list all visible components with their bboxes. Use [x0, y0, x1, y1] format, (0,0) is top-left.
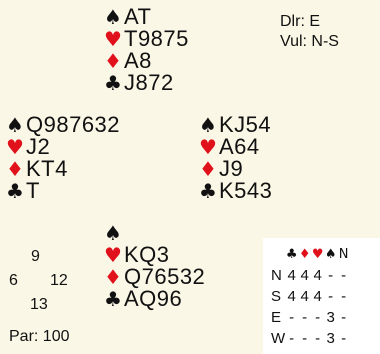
north-diamonds: A8 [124, 48, 152, 73]
south-spades-row: ♠ [102, 222, 205, 244]
south-hearts: KQ3 [124, 242, 170, 267]
seat-label: S [271, 288, 282, 305]
makeable-contracts-table: ♣ ♦ ♥ ♠ N N 4 4 4 - - S 4 4 4 - - E - - … [263, 238, 380, 354]
tricks-cell: 4 [287, 267, 296, 284]
west-hand: ♠ Q987632 ♥ J2 ♦ KT4 ♣ T [4, 112, 121, 203]
north-spades-row: ♠ AT [102, 4, 189, 29]
east-diamonds-row: ♦ J9 [197, 156, 272, 181]
south-diamonds-row: ♦ Q76532 [102, 264, 206, 289]
diamond-icon: ♦ [298, 247, 311, 262]
west-clubs-row: ♣ T [4, 178, 120, 203]
heart-icon: ♥ [199, 135, 217, 159]
seat-label: W [271, 330, 286, 347]
spade-icon: ♠ [199, 113, 217, 137]
west-clubs: T [26, 178, 40, 203]
spade-icon: ♠ [6, 113, 24, 137]
tricks-cell: - [341, 330, 347, 347]
vulnerability-label: Vul: N-S [280, 33, 339, 50]
north-hearts-row: ♥ T9875 [102, 26, 189, 51]
north-hearts: T9875 [124, 26, 189, 51]
west-hearts: J2 [26, 134, 51, 159]
tricks-cell: 4 [287, 288, 296, 305]
club-icon: ♣ [285, 247, 298, 262]
tricks-cell: 4 [300, 267, 309, 284]
spade-icon: ♠ [104, 221, 122, 245]
east-spades-row: ♠ KJ54 [197, 112, 272, 137]
west-hcp: 6 [9, 272, 18, 289]
tricks-row-north: N 4 4 4 - - [271, 265, 350, 286]
diamond-icon: ♦ [6, 157, 24, 181]
diamond-icon: ♦ [104, 49, 122, 73]
seat-label: N [271, 267, 282, 284]
tricks-cell: - [328, 267, 334, 284]
tricks-cell: - [341, 267, 347, 284]
tricks-cell: - [302, 309, 308, 326]
north-hcp: 9 [31, 248, 40, 265]
diamond-icon: ♦ [199, 157, 217, 181]
tricks-cell: - [341, 288, 347, 305]
tricks-cell: - [315, 330, 321, 347]
club-icon: ♣ [199, 179, 217, 203]
notrump-header: N [338, 247, 349, 262]
east-clubs: K543 [219, 178, 273, 203]
east-diamonds: J9 [219, 156, 244, 181]
tricks-cell: 4 [313, 267, 322, 284]
tricks-header-row: ♣ ♦ ♥ ♠ N [271, 244, 350, 265]
tricks-cell: - [315, 309, 321, 326]
north-clubs-row: ♣ J872 [102, 70, 189, 95]
east-hcp: 12 [50, 272, 68, 289]
heart-icon: ♥ [311, 247, 324, 262]
south-clubs: AQ96 [124, 286, 183, 311]
north-hand: ♠ AT ♥ T9875 ♦ A8 ♣ J872 [102, 4, 189, 95]
spade-icon: ♠ [104, 5, 122, 29]
tricks-cell: - [302, 330, 308, 347]
south-hcp: 13 [30, 296, 48, 313]
south-hearts-row: ♥ KQ3 [102, 242, 205, 267]
tricks-row-south: S 4 4 4 - - [271, 286, 350, 307]
tricks-cell: 4 [313, 288, 322, 305]
west-hearts-row: ♥ J2 [4, 134, 120, 159]
south-hand: ♠ ♥ KQ3 ♦ Q76532 ♣ AQ96 [102, 222, 205, 310]
dealer-label: Dlr: E [280, 13, 320, 30]
east-clubs-row: ♣ K543 [197, 178, 273, 203]
heart-icon: ♥ [6, 135, 24, 159]
east-hand: ♠ KJ54 ♥ A64 ♦ J9 ♣ K543 [197, 112, 273, 203]
east-hearts: A64 [219, 134, 260, 159]
north-spades: AT [124, 4, 152, 29]
north-diamonds-row: ♦ A8 [102, 48, 189, 73]
tricks-row-west: W - - - 3 - [271, 328, 350, 349]
tricks-cell: - [289, 330, 295, 347]
east-hearts-row: ♥ A64 [197, 134, 272, 159]
tricks-cell: - [289, 309, 295, 326]
east-spades: KJ54 [219, 112, 272, 137]
south-diamonds: Q76532 [124, 264, 206, 289]
club-icon: ♣ [104, 287, 122, 311]
diamond-icon: ♦ [104, 265, 122, 289]
west-diamonds-row: ♦ KT4 [4, 156, 120, 181]
tricks-cell: 3 [326, 309, 335, 326]
tricks-cell: - [341, 309, 347, 326]
west-diamonds: KT4 [26, 156, 68, 181]
west-spades: Q987632 [26, 112, 121, 137]
spade-icon: ♠ [324, 247, 337, 262]
seat-label: E [271, 309, 282, 326]
heart-icon: ♥ [104, 243, 122, 267]
tricks-cell: - [328, 288, 334, 305]
club-icon: ♣ [104, 71, 122, 95]
tricks-row-east: E - - - 3 - [271, 307, 350, 328]
south-clubs-row: ♣ AQ96 [102, 286, 205, 311]
tricks-cell: 4 [300, 288, 309, 305]
tricks-cell: 3 [326, 330, 335, 347]
north-clubs: J872 [124, 70, 174, 95]
west-spades-row: ♠ Q987632 [4, 112, 121, 137]
par-score: Par: 100 [9, 328, 70, 345]
club-icon: ♣ [6, 179, 24, 203]
heart-icon: ♥ [104, 27, 122, 51]
